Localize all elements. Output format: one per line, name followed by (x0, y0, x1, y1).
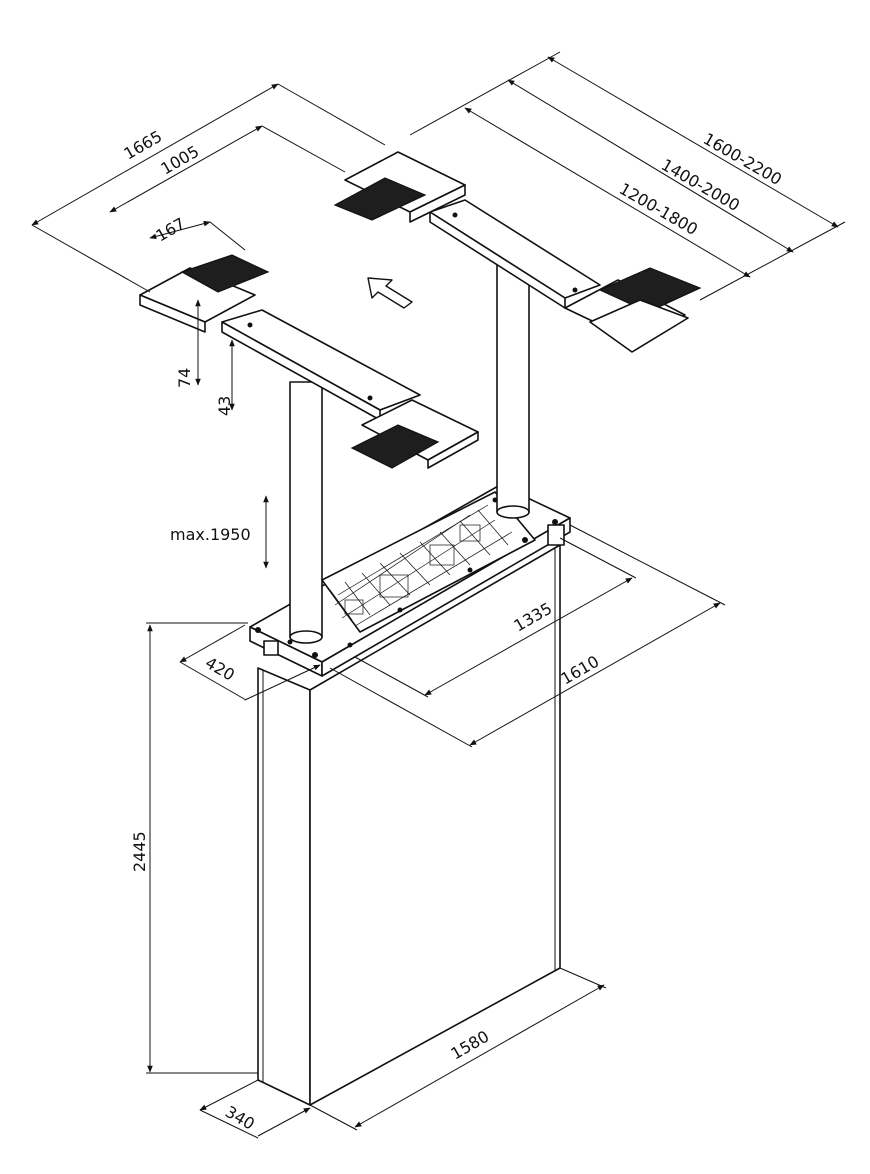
dim-420: 420 (202, 653, 238, 685)
dimension-lines (31, 51, 846, 1139)
housing-left-face (257, 667, 311, 1106)
dim-1580: 1580 (448, 1027, 493, 1064)
mount-bracket-right (547, 524, 565, 546)
pad-rear-left-rubber (333, 177, 427, 221)
mount-bracket-left (263, 640, 279, 656)
direction-arrow-icon (367, 277, 413, 309)
dim-2445: 2445 (130, 831, 149, 872)
front-arm (139, 254, 479, 469)
pad-front-right-rubber (350, 424, 440, 469)
dim-1665: 1665 (121, 127, 166, 164)
grating-pattern (329, 504, 513, 627)
column-front (289, 381, 323, 638)
dim-43: 43 (215, 396, 234, 416)
column-rear (496, 261, 530, 513)
dim-74: 74 (175, 368, 194, 388)
columns (289, 261, 530, 644)
dim-167: 167 (153, 214, 189, 246)
pad-front-left-rubber (180, 254, 270, 293)
dim-max-travel: max.1950 (170, 525, 251, 544)
